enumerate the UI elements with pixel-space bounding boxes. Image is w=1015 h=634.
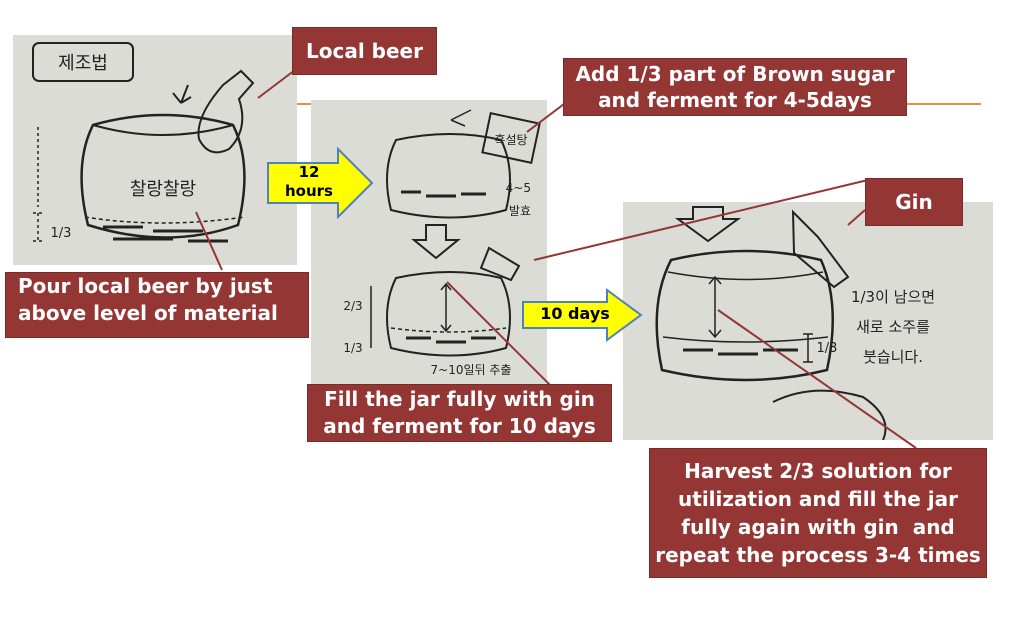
label-brown-sugar-line1: Add 1/3 part of Brown sugar [575, 61, 894, 87]
arrow-12-hours-line1: 12 [272, 163, 346, 182]
sketch-photo-sugar-gin: 흑설탕 4~5 발효 2/3 1/3 7~10일뒤 추출 [311, 100, 547, 390]
label-pour-line1: Pour local beer by just [18, 273, 272, 300]
sketch-days-note: 4~5 [506, 181, 531, 195]
sketch-drawing-gin-refill: 1/3 1/3이 남으면 새로 소주를 붓습니다. [623, 202, 993, 440]
sketch-note-line3: 붓습니다. [863, 348, 923, 366]
sketch-photo-beer: 제조법 찰랑찰랑 1/3 [13, 35, 297, 265]
sketch-fraction-top: 2/3 [343, 299, 362, 313]
label-harvest-line2: utilization and fill the jar [678, 485, 958, 513]
sketch-ferment-note: 발효 [509, 204, 531, 218]
arrow-12-hours-text: 12 hours [272, 163, 346, 201]
label-fill-line2: and ferment for 10 days [323, 413, 596, 440]
sketch-drawing-beer: 제조법 찰랑찰랑 1/3 [13, 35, 297, 265]
label-brown-sugar: Add 1/3 part of Brown sugar and ferment … [563, 58, 907, 116]
sketch-fraction-text-3: 1/3 [817, 341, 838, 356]
sketch-fraction-text: 1/3 [51, 226, 72, 241]
sketch-title-text: 제조법 [58, 53, 108, 74]
label-fill-line1: Fill the jar fully with gin [324, 386, 595, 413]
arrow-10-days-text: 10 days [526, 304, 624, 324]
label-gin: Gin [865, 178, 963, 226]
sketch-photo-gin-refill: 1/3 1/3이 남으면 새로 소주를 붓습니다. [623, 202, 993, 440]
label-fill-gin: Fill the jar fully with gin and ferment … [307, 384, 612, 442]
label-brown-sugar-line2: and ferment for 4-5days [598, 87, 872, 113]
arrow-12-hours-line2: hours [272, 182, 346, 201]
sketch-fraction-bottom: 1/3 [343, 341, 362, 355]
label-pour-line2: above level of material [18, 300, 278, 327]
label-harvest-line4: repeat the process 3-4 times [655, 541, 981, 569]
label-pour-beer: Pour local beer by just above level of m… [5, 272, 309, 338]
sketch-note-line1: 1/3이 남으면 [851, 288, 935, 306]
sketch-jar-text: 찰랑찰랑 [130, 179, 196, 200]
label-local-beer: Local beer [292, 27, 437, 75]
label-harvest-line3: fully again with gin and [681, 513, 955, 541]
sketch-note-line2: 새로 소주를 [856, 318, 930, 336]
sketch-bottom-note: 7~10일뒤 추출 [431, 363, 512, 377]
label-harvest-line1: Harvest 2/3 solution for [684, 457, 952, 485]
sketch-drawing-sugar-gin: 흑설탕 4~5 발효 2/3 1/3 7~10일뒤 추출 [311, 100, 547, 390]
label-harvest: Harvest 2/3 solution for utilization and… [649, 448, 987, 578]
